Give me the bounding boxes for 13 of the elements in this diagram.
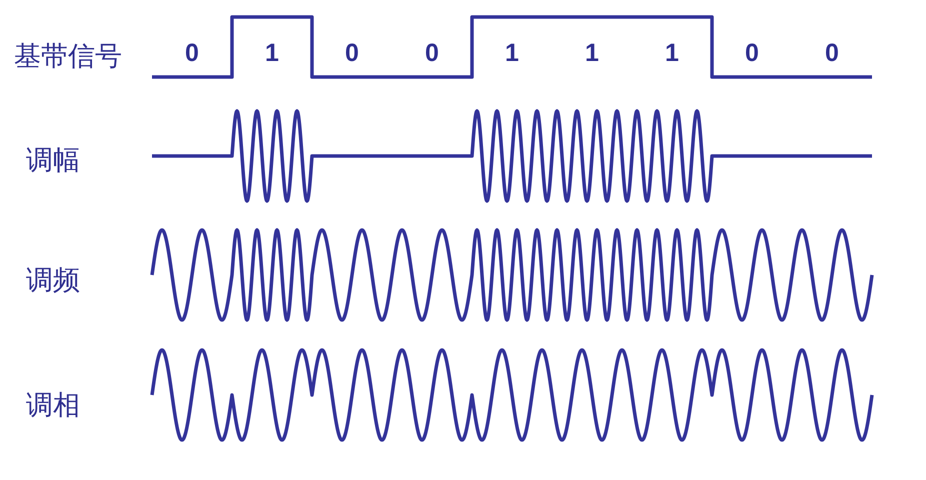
- row-label: 调幅: [26, 146, 80, 176]
- bit-value: 0: [185, 38, 199, 68]
- bit-value: 0: [425, 38, 439, 68]
- row-label: 基带信号: [14, 42, 122, 72]
- bit-value: 0: [745, 38, 759, 68]
- bit-value: 0: [825, 38, 839, 68]
- bit-value: 0: [345, 38, 359, 68]
- bit-value: 1: [505, 38, 519, 68]
- row-label: 调相: [26, 391, 80, 421]
- bit-value: 1: [665, 38, 679, 68]
- bit-value: 1: [265, 38, 279, 68]
- bit-value: 1: [585, 38, 599, 68]
- row-label: 调频: [26, 266, 80, 296]
